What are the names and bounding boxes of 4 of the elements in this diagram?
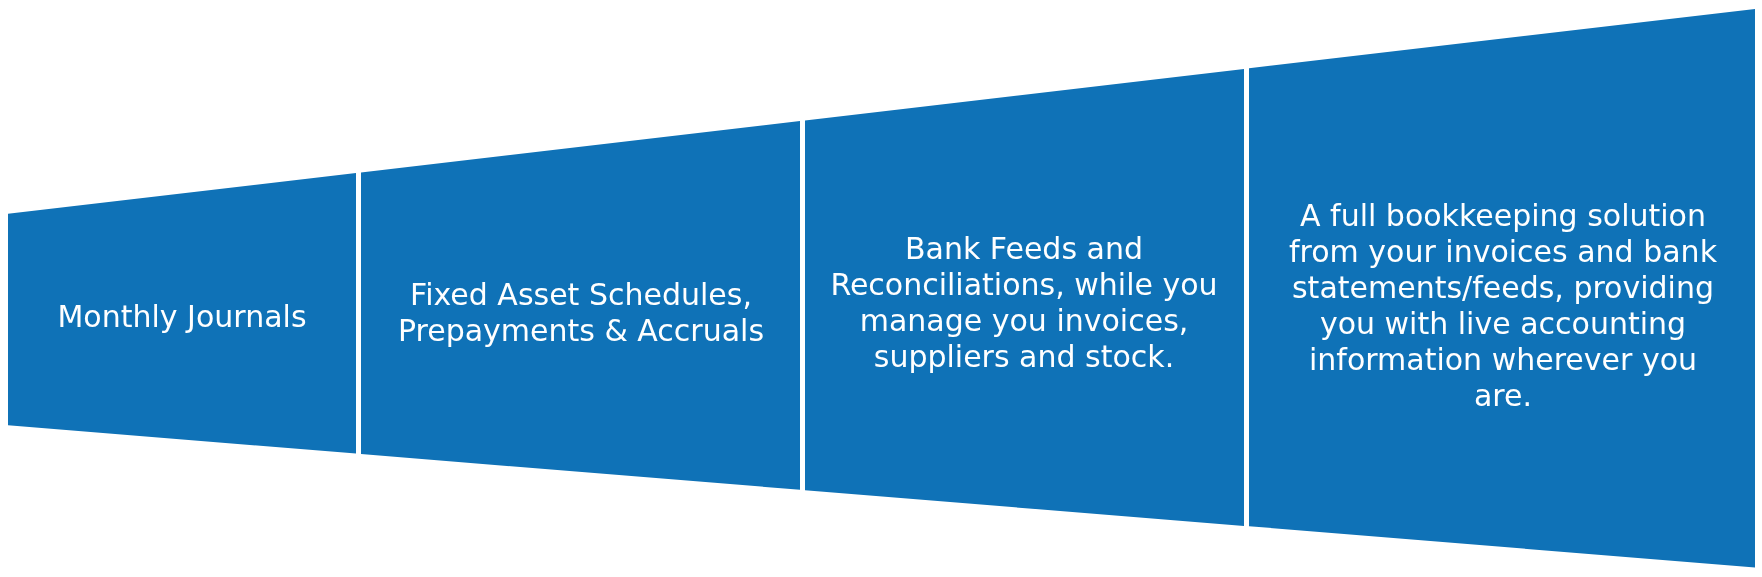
segment-label: Monthly Journals xyxy=(56,299,308,335)
segment-label: A full bookkeeping solution from your invoices and bank statements/feeds, providing you with live accounting information wherever you are. xyxy=(1287,198,1718,414)
segment-label: Bank Feeds and Reconciliations, while you manage you invoices, suppliers and stock. xyxy=(829,231,1219,375)
segment-label: Fixed Asset Schedules, Prepayments & Accruals xyxy=(396,277,766,349)
